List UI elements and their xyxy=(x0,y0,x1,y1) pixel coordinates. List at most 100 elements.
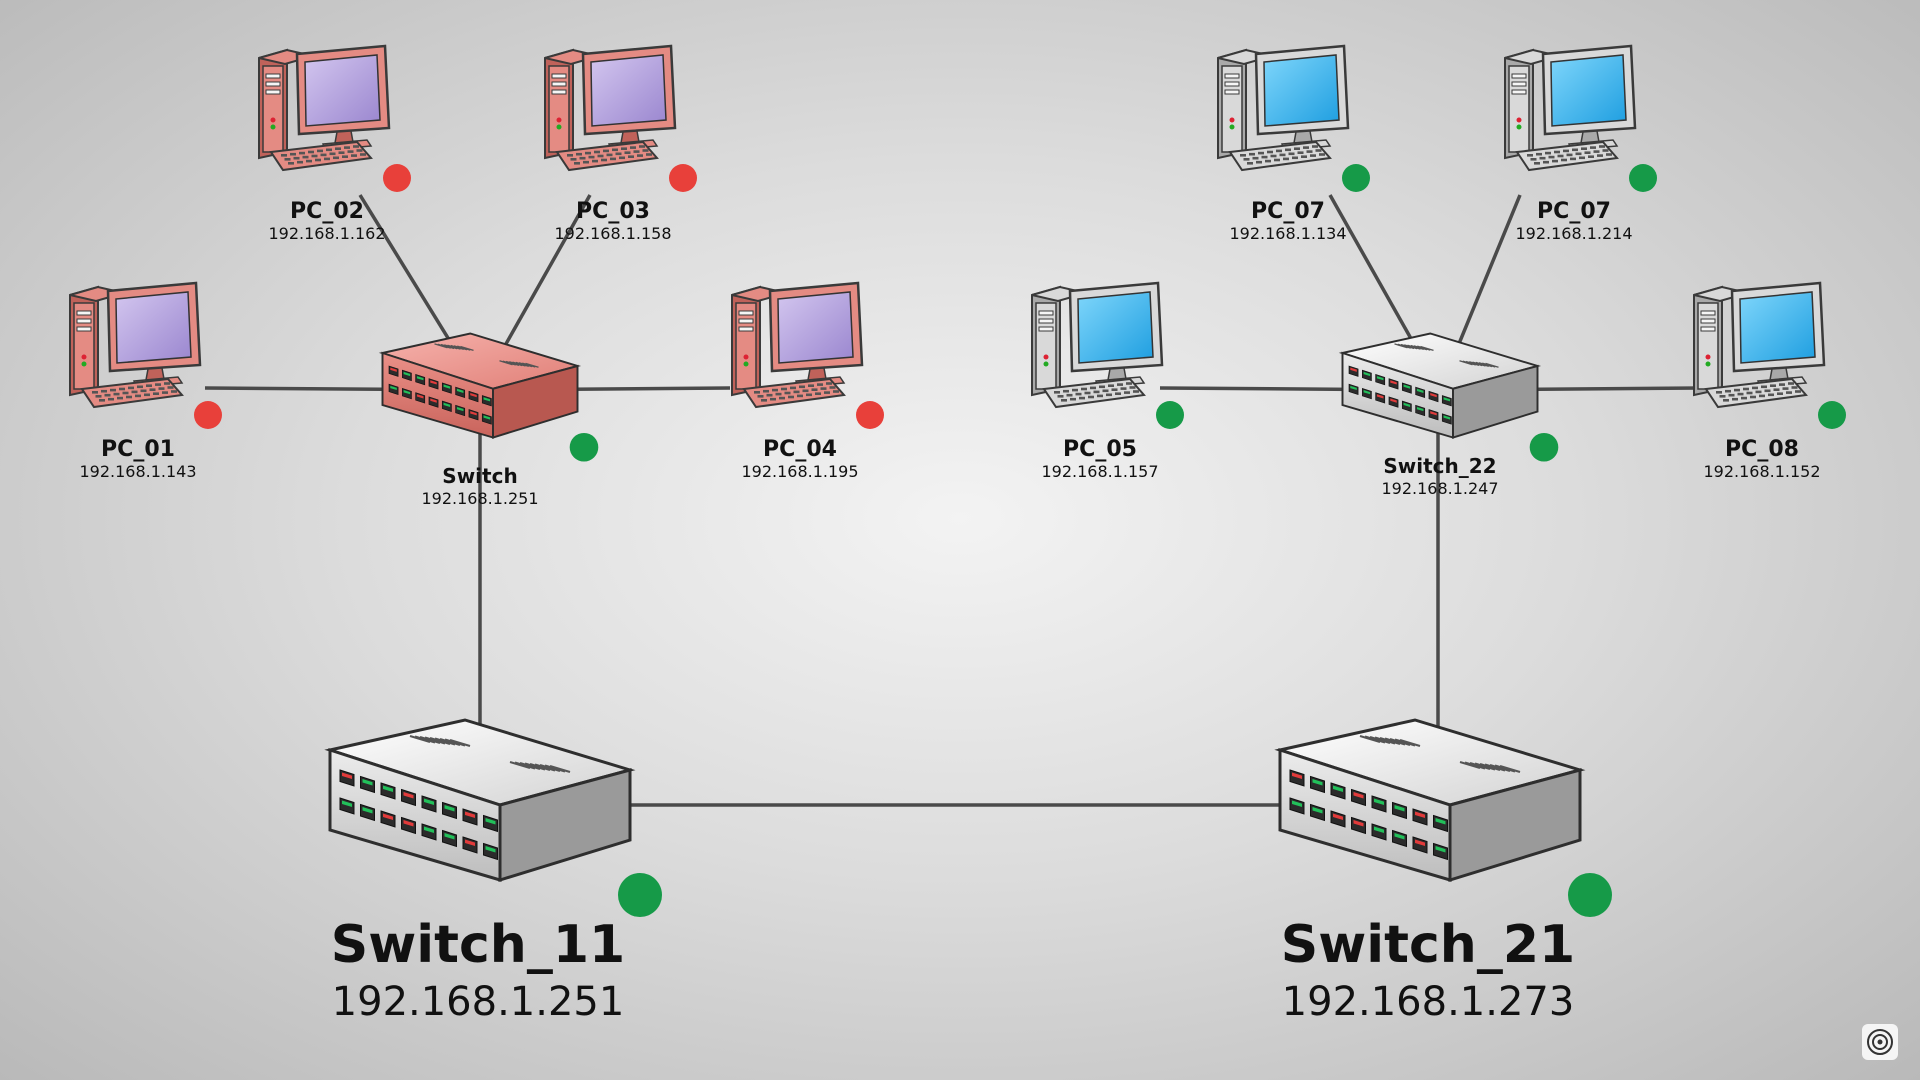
node-shape-part xyxy=(1700,326,1716,332)
node-shape-part xyxy=(1319,153,1325,156)
node-shape-part xyxy=(362,807,373,814)
node-pc-04[interactable] xyxy=(731,281,884,429)
node-pc-07-b[interactable] xyxy=(1504,44,1657,192)
node-shape-part xyxy=(1570,157,1576,161)
node-switch-11[interactable] xyxy=(324,718,662,917)
node-shape-part xyxy=(1768,393,1774,397)
node-shape-part xyxy=(1221,65,1243,153)
node-name: Switch_21 xyxy=(1281,915,1575,975)
node-shape-part xyxy=(1759,394,1765,398)
node-shape-part xyxy=(483,415,491,420)
node-shape-part xyxy=(299,151,305,155)
node-shape-part xyxy=(329,152,336,156)
node-shape-part xyxy=(1310,154,1316,157)
node-shape-part xyxy=(1750,395,1756,399)
node-name: PC_02 xyxy=(290,199,364,224)
node-shape-part xyxy=(470,411,477,416)
node-pc-03[interactable] xyxy=(544,44,697,192)
node-shape-part xyxy=(1297,151,1304,154)
node-pc-01[interactable] xyxy=(69,281,222,429)
node-shape-part xyxy=(110,388,116,392)
node-shape-part xyxy=(1563,149,1569,153)
node-shape-part xyxy=(1734,388,1740,392)
node-shape-part xyxy=(270,124,276,130)
node-shape-part xyxy=(1606,153,1612,156)
node-shape-part xyxy=(806,393,812,397)
node-shape-part xyxy=(1770,384,1776,387)
node-shape-part xyxy=(585,151,591,155)
node-shape-part xyxy=(449,739,471,747)
node-shape-part xyxy=(1288,152,1295,156)
node-shape-part xyxy=(606,153,613,157)
node-shape-part xyxy=(590,54,667,127)
node-shape-part xyxy=(108,397,114,401)
node-shape-part xyxy=(73,302,95,390)
node-shape-part xyxy=(164,382,170,385)
node-shape-part xyxy=(81,361,87,367)
node-shape-part xyxy=(1415,839,1425,846)
node-shape-part xyxy=(1315,149,1322,152)
node-switch-22[interactable] xyxy=(1338,332,1559,462)
node-shape-part xyxy=(1390,380,1397,385)
node-shape-part xyxy=(76,318,92,324)
node-shape-part xyxy=(1581,147,1587,150)
node-shape-part xyxy=(1099,385,1105,389)
node-shape-part xyxy=(153,392,159,395)
node-shape-part xyxy=(470,392,477,398)
node-shape-part xyxy=(1443,415,1451,420)
node-shape-part xyxy=(1258,151,1264,155)
node-shape-part xyxy=(1263,54,1340,127)
node-shape-part xyxy=(1566,153,1573,157)
node-shape-part xyxy=(485,818,496,825)
node-shape-part xyxy=(1270,154,1277,158)
node-shape-part xyxy=(1399,739,1421,747)
node-shape-part xyxy=(1737,392,1744,396)
node-shape-part xyxy=(1415,811,1425,818)
node-ip: 192.168.1.143 xyxy=(79,462,196,481)
node-shape-part xyxy=(306,159,312,163)
node-shape-part xyxy=(1390,398,1397,403)
node-shape-part xyxy=(738,318,754,324)
node-shape-part xyxy=(612,148,618,152)
node-shape-part xyxy=(1697,302,1719,390)
node-switch-21[interactable] xyxy=(1274,718,1612,917)
node-shape-part xyxy=(326,148,332,152)
node-pc-05[interactable] xyxy=(1031,281,1184,429)
node-shape-part xyxy=(1061,399,1067,402)
node-shape-part xyxy=(297,160,303,164)
node-shape-part xyxy=(826,382,832,385)
node-switch[interactable] xyxy=(378,332,599,462)
node-shape-part xyxy=(1550,54,1627,127)
node-shape-part xyxy=(1276,149,1282,153)
node-shape-part xyxy=(1240,154,1246,157)
node-name: PC_01 xyxy=(101,437,175,462)
node-shape-part xyxy=(1038,326,1054,332)
node-shape-part xyxy=(1739,291,1816,364)
node-shape-part xyxy=(347,150,354,153)
node-shape-part xyxy=(1590,146,1596,149)
node-shape-part xyxy=(1120,387,1127,390)
node-shape-part xyxy=(817,383,823,386)
node-shape-part xyxy=(797,394,803,398)
node-shape-part xyxy=(1782,387,1789,390)
node-shape-part xyxy=(1548,155,1555,159)
node-shape-part xyxy=(1719,395,1726,398)
node-shape-part xyxy=(628,155,634,158)
node-shape-part xyxy=(1038,318,1054,324)
node-shape-part xyxy=(1312,779,1323,786)
node-shape-part xyxy=(551,89,567,95)
node-shape-part xyxy=(1353,792,1364,799)
node-pc-07-a[interactable] xyxy=(1217,44,1370,192)
node-ip: 192.168.1.251 xyxy=(421,489,538,508)
status-indicator xyxy=(1818,401,1846,429)
node-shape-part xyxy=(1435,818,1446,825)
node-shape-part xyxy=(338,151,345,154)
node-shape-part xyxy=(146,384,152,387)
node-shape-part xyxy=(735,302,757,390)
node-shape-part xyxy=(1279,153,1286,157)
node-ip: 192.168.1.251 xyxy=(332,979,625,1025)
node-shape-part xyxy=(1353,820,1364,827)
node-pc-02[interactable] xyxy=(258,44,411,192)
node-shape-part xyxy=(144,393,150,397)
node-pc-08[interactable] xyxy=(1693,281,1846,429)
